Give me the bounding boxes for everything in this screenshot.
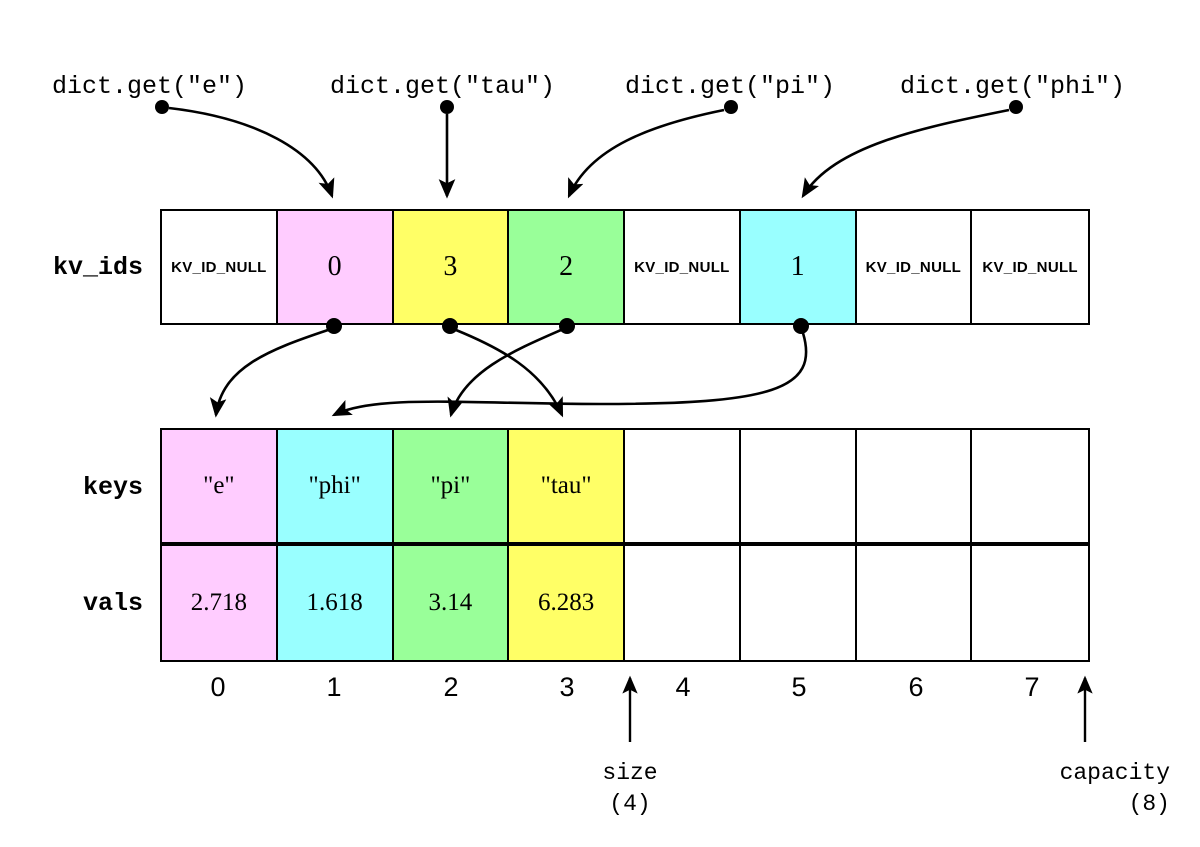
vals-cell-2[interactable]: 3.14 bbox=[393, 546, 510, 660]
vals-cell-0[interactable]: 2.718 bbox=[162, 546, 278, 660]
kv-ids-cell-3[interactable]: 2 bbox=[509, 211, 625, 323]
row-label-kv-ids: kv_ids bbox=[52, 253, 143, 282]
kv-ids-cell-2[interactable]: 3 bbox=[393, 211, 510, 323]
callout-label-0: dict.get("e") bbox=[52, 72, 248, 101]
index-tick-0: 0 bbox=[210, 672, 226, 702]
index-tick-6: 6 bbox=[908, 672, 924, 702]
callout-label-2: dict.get("pi") bbox=[625, 72, 836, 101]
row-label-keys: keys bbox=[82, 473, 143, 502]
kv-ids-cell-6[interactable]: KV_ID_NULL bbox=[856, 211, 973, 323]
keys-cell-2[interactable]: "pi" bbox=[393, 430, 510, 542]
size-label: size bbox=[602, 760, 658, 786]
vals-cell-2-text: 3.14 bbox=[428, 589, 473, 616]
kv-ids-cell-4[interactable]: KV_ID_NULL bbox=[625, 211, 741, 323]
vals-cell-3[interactable]: 6.283 bbox=[509, 546, 625, 660]
vals-cell-3-text: 6.283 bbox=[538, 589, 595, 616]
row-label-vals: vals bbox=[82, 589, 143, 618]
index-tick-2: 2 bbox=[443, 672, 459, 702]
kv-ids-cell-3-text: 2 bbox=[559, 251, 574, 282]
kv-ids-cell-2-text: 3 bbox=[443, 251, 458, 282]
kv-ids-cell-6-text: KV_ID_NULL bbox=[865, 258, 962, 276]
vals-cell-1[interactable]: 1.618 bbox=[277, 546, 394, 660]
vals-cell-4[interactable] bbox=[625, 546, 741, 660]
capacity-label: capacity bbox=[1059, 760, 1170, 786]
callout-arrow-tau bbox=[438, 100, 456, 199]
kv-ids-cell-7[interactable]: KV_ID_NULL bbox=[972, 211, 1088, 323]
keys-cell-4[interactable] bbox=[625, 430, 741, 542]
vals-cell-0-text: 2.718 bbox=[190, 589, 247, 616]
index-tick-5: 5 bbox=[791, 672, 807, 702]
keys-cell-1-text: "phi" bbox=[308, 472, 361, 499]
capacity-value: (8) bbox=[1128, 791, 1170, 817]
link-slot5-to-kv1 bbox=[331, 318, 809, 417]
callout-arrow-pi bbox=[567, 100, 738, 199]
link-slot1-to-kv0 bbox=[209, 318, 342, 418]
keys-cell-5[interactable] bbox=[740, 430, 857, 542]
link-slot3-to-kv2 bbox=[447, 318, 575, 418]
callout-arrow-phi bbox=[801, 100, 1023, 199]
callout-label-1: dict.get("tau") bbox=[330, 72, 556, 101]
keys-cell-6[interactable] bbox=[856, 430, 973, 542]
kv-ids-cell-0-text: KV_ID_NULL bbox=[171, 258, 267, 276]
vals-cell-7[interactable] bbox=[972, 546, 1088, 660]
callout-label-3: dict.get("phi") bbox=[900, 72, 1126, 101]
index-tick-7: 7 bbox=[1024, 672, 1040, 702]
kv-ids-cell-0[interactable]: KV_ID_NULL bbox=[162, 211, 278, 323]
kv-ids-cell-7-text: KV_ID_NULL bbox=[982, 258, 1078, 276]
vals-cell-6[interactable] bbox=[856, 546, 973, 660]
kv-ids-cell-5[interactable]: 1 bbox=[740, 211, 857, 323]
keys-cell-0[interactable]: "e" bbox=[162, 430, 278, 542]
keys-table: "e" "phi" "pi" "tau" bbox=[160, 428, 1090, 544]
kv-ids-cell-1[interactable]: 0 bbox=[277, 211, 394, 323]
index-tick-4: 4 bbox=[675, 672, 691, 702]
link-slot2-to-kv3 bbox=[442, 318, 564, 418]
keys-cell-2-text: "pi" bbox=[430, 472, 471, 499]
keys-cell-3-text: "tau" bbox=[540, 472, 592, 499]
kv-ids-table: KV_ID_NULL 0 3 2 KV_ID_NULL 1 KV_ID_NULL… bbox=[160, 209, 1090, 325]
keys-cell-3[interactable]: "tau" bbox=[509, 430, 625, 542]
vals-cell-1-text: 1.618 bbox=[306, 589, 363, 616]
size-value: (4) bbox=[609, 791, 651, 817]
index-tick-1: 1 bbox=[326, 672, 342, 702]
kv-ids-cell-5-text: 1 bbox=[790, 251, 805, 282]
vals-table: 2.718 1.618 3.14 6.283 bbox=[160, 544, 1090, 662]
kv-ids-cell-1-text: 0 bbox=[327, 251, 342, 282]
keys-cell-0-text: "e" bbox=[203, 472, 235, 499]
keys-cell-7[interactable] bbox=[972, 430, 1088, 542]
kv-ids-cell-4-text: KV_ID_NULL bbox=[634, 258, 730, 276]
index-tick-3: 3 bbox=[559, 672, 575, 702]
callout-arrow-e bbox=[155, 100, 335, 199]
keys-cell-1[interactable]: "phi" bbox=[277, 430, 394, 542]
vals-cell-5[interactable] bbox=[740, 546, 857, 660]
